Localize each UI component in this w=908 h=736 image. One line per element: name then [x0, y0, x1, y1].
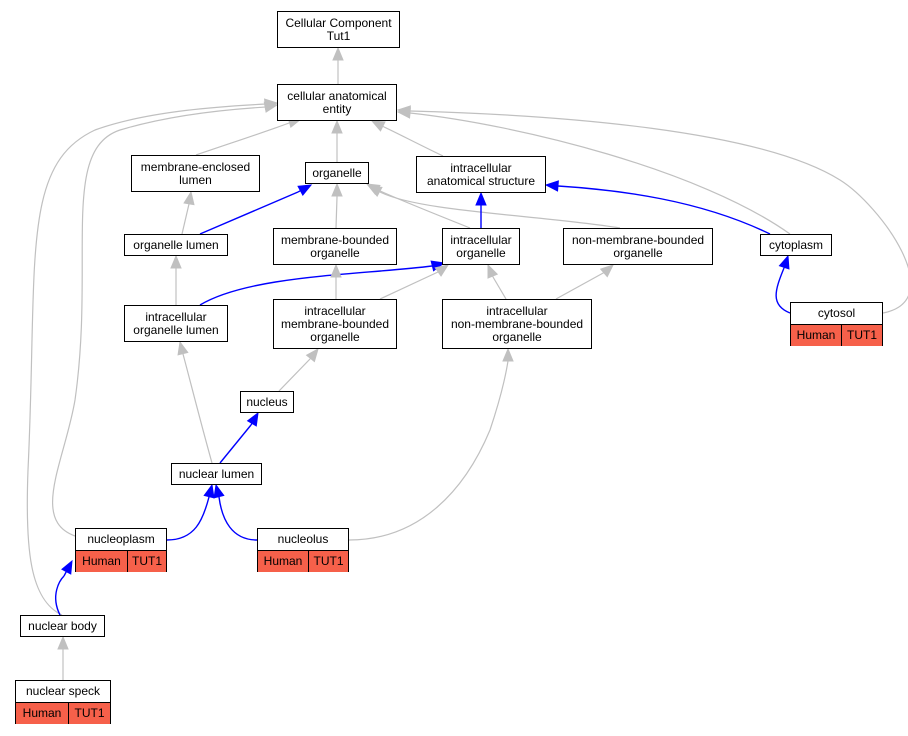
- edge-iol-to-io: [199, 260, 446, 306]
- edge-organelle-to-cae: [331, 119, 343, 162]
- node-intracellular-membrane-bounded-organelle[interactable]: intracellular membrane-bounded organelle: [273, 299, 397, 349]
- edge-nucleolus-to-inmbo: [348, 347, 514, 541]
- node-intracellular-anatomical-structure[interactable]: intracellular anatomical structure: [416, 156, 546, 193]
- edge-cytosol-to-cytoplasm: [775, 254, 791, 314]
- node-label: nuclear speck: [16, 681, 110, 703]
- node-cellular-anatomical-entity[interactable]: cellular anatomical entity: [277, 84, 397, 121]
- arrowhead: [177, 340, 189, 356]
- gene-cell: TUT1: [127, 551, 166, 572]
- arrowhead: [297, 184, 313, 196]
- node-membrane-bounded-organelle[interactable]: membrane-bounded organelle: [273, 228, 397, 265]
- arrowhead: [396, 105, 411, 117]
- node-organelle[interactable]: organelle: [305, 162, 369, 184]
- node-membrane-enclosed-lumen[interactable]: membrane-enclosed lumen: [131, 155, 260, 192]
- node-intracellular-non-membrane-bounded-organelle[interactable]: intracellular non-membrane-bounded organ…: [442, 299, 592, 349]
- node-intracellular-organelle-lumen[interactable]: intracellular organelle lumen: [124, 305, 228, 342]
- edge-cytoplasm-to-ias: [544, 180, 771, 235]
- edge-imbo-to-io: [379, 264, 450, 300]
- arrowhead: [170, 254, 182, 269]
- edge-root-to-cae: [332, 46, 344, 84]
- node-cytosol[interactable]: cytosol Human TUT1: [790, 302, 883, 346]
- arrowhead: [183, 190, 195, 206]
- node-nucleoplasm[interactable]: nucleoplasm Human TUT1: [75, 528, 167, 572]
- edge-nuclearlumen-to-nucleus: [219, 411, 259, 464]
- species-cell: Human: [76, 551, 127, 572]
- edge-cytosol-to-cae: [396, 105, 908, 314]
- edge-ias-to-cae: [370, 120, 444, 157]
- arrowhead: [331, 119, 343, 134]
- arrowhead: [475, 191, 487, 206]
- arrowhead: [246, 411, 259, 427]
- node-nuclear-lumen[interactable]: nuclear lumen: [171, 463, 262, 485]
- arrowhead: [487, 263, 499, 279]
- edge-nucleus-to-imbo: [278, 347, 319, 392]
- species-cell: Human: [16, 703, 68, 724]
- species-cell: Human: [258, 551, 308, 572]
- node-organelle-lumen[interactable]: organelle lumen: [124, 234, 228, 256]
- arrowhead: [370, 120, 386, 132]
- edge-imbo-to-mbo: [330, 263, 342, 299]
- node-intracellular-organelle[interactable]: intracellular organelle: [442, 228, 520, 265]
- node-nucleolus[interactable]: nucleolus Human TUT1: [257, 528, 349, 572]
- edge-nuclearspeck-to-nuclearbody: [57, 635, 69, 680]
- node-nuclear-body[interactable]: nuclear body: [20, 615, 105, 637]
- arrowhead: [331, 182, 343, 197]
- arrowhead: [778, 254, 790, 270]
- edge-nucleolus-to-nuclearlumen: [213, 483, 258, 541]
- edge-mbo-to-organelle: [331, 182, 343, 229]
- node-cytoplasm[interactable]: cytoplasm: [760, 234, 832, 256]
- gene-cell: TUT1: [68, 703, 110, 724]
- gene-cell: TUT1: [308, 551, 348, 572]
- node-label: nucleolus: [258, 529, 348, 551]
- edge-mel-to-cae: [195, 116, 303, 156]
- arrowhead: [367, 185, 383, 198]
- node-label: cytosol: [791, 303, 882, 325]
- species-cell: Human: [791, 325, 841, 346]
- edge-organellelumen-to-organelle: [199, 184, 313, 235]
- arrowhead: [203, 483, 215, 499]
- node-label: nucleoplasm: [76, 529, 166, 551]
- arrowhead: [599, 264, 614, 278]
- node-nuclear-speck[interactable]: nuclear speck Human TUT1: [15, 680, 111, 724]
- node-non-membrane-bounded-organelle[interactable]: non-membrane-bounded organelle: [563, 228, 713, 265]
- edge-nuclearbody-to-nucleoplasm: [55, 559, 73, 616]
- arrowhead: [330, 263, 342, 278]
- node-nucleus[interactable]: nucleus: [240, 391, 294, 413]
- edge-inmbo-to-io: [487, 263, 507, 300]
- edge-nuclearlumen-to-iol: [177, 340, 213, 464]
- arrowhead: [57, 635, 69, 650]
- edge-iol-to-organellelumen: [170, 254, 182, 305]
- arrowhead: [434, 264, 450, 277]
- edge-nucleoplasm-to-nuclearlumen: [166, 483, 215, 541]
- arrowhead: [264, 98, 279, 110]
- arrowhead: [61, 559, 73, 575]
- arrowhead: [305, 347, 319, 363]
- node-cellular-component-root[interactable]: Cellular Component Tut1: [277, 11, 400, 48]
- edge-io-to-ias: [475, 191, 487, 228]
- arrowhead: [213, 483, 225, 499]
- arrowhead: [332, 46, 344, 61]
- arrowhead: [544, 180, 559, 192]
- gene-cell: TUT1: [841, 325, 882, 346]
- edge-organellelumen-to-mel: [181, 190, 195, 235]
- arrowhead: [502, 347, 514, 362]
- edge-nuclearbody-to-cae: [26, 98, 279, 616]
- edge-inmbo-to-nmbo: [555, 264, 614, 300]
- edge-nmbo-to-organelle: [367, 185, 621, 229]
